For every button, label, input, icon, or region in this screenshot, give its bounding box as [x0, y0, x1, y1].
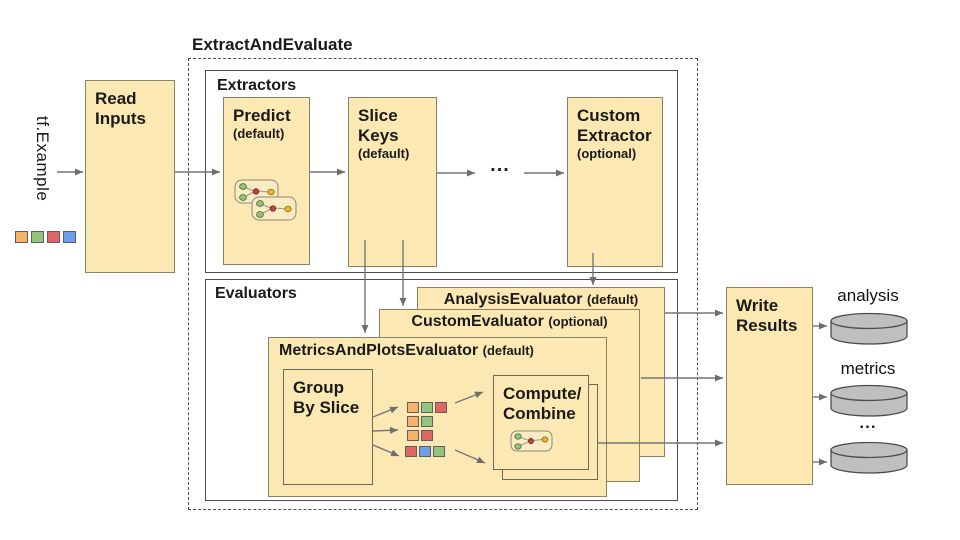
- orange-square: [15, 231, 28, 243]
- analysis-output-label: analysis: [837, 286, 899, 305]
- compute-combine-box: Compute/ Combine: [493, 375, 589, 470]
- extractors-label: Extractors: [217, 77, 297, 94]
- metrics-output-label: metrics: [840, 359, 896, 378]
- predict-sub: (default): [233, 126, 285, 142]
- custom-evaluator-sub: (optional): [548, 314, 608, 329]
- write-results-box: Write Results: [726, 287, 813, 485]
- analysis-database-icon: [830, 312, 908, 345]
- blue-square: [419, 446, 431, 457]
- compute-combine-line1: Compute/: [503, 384, 582, 403]
- red-square: [421, 430, 433, 441]
- slice-keys-title: Slice Keys: [358, 106, 399, 146]
- orange-square: [407, 416, 419, 427]
- read-inputs-title-line2: Inputs: [95, 109, 146, 129]
- evaluators-container: Evaluators: [205, 279, 678, 501]
- slice-grid-row-4: [405, 446, 445, 457]
- more-outputs-label: ...: [859, 413, 877, 432]
- extract-and-evaluate-container: [188, 58, 698, 510]
- green-square: [421, 416, 433, 427]
- read-inputs-title-line1: Read: [95, 89, 137, 108]
- custom-evaluator-name: CustomEvaluator: [411, 313, 544, 330]
- orange-square: [407, 402, 419, 413]
- custom-extractor-box: Custom Extractor (optional): [567, 97, 663, 267]
- slice-grid-row-3: [407, 430, 433, 441]
- group-by-slice-line1: Group: [293, 378, 344, 397]
- orange-square: [407, 430, 419, 441]
- compute-combine-line2: Combine: [503, 404, 576, 424]
- pipeline-title: ExtractAndEvaluate: [192, 35, 353, 54]
- compute-graph-icon: [510, 430, 553, 452]
- evaluators-label: Evaluators: [215, 285, 297, 302]
- red-square: [47, 231, 60, 243]
- tf-example-legend-squares: [15, 231, 76, 243]
- predict-title: Predict: [233, 106, 291, 125]
- metrics-and-plots-evaluator-name: MetricsAndPlotsEvaluator: [279, 342, 479, 359]
- slice-keys-sub: (default): [358, 146, 410, 162]
- red-square: [405, 446, 417, 457]
- green-square: [433, 446, 445, 457]
- metrics-database-icon: [830, 384, 908, 417]
- extractors-ellipsis: ...: [490, 154, 510, 176]
- write-results-line1: Write: [736, 296, 779, 315]
- group-by-slice-box: Group By Slice: [283, 369, 373, 485]
- group-by-slice-line2: By Slice: [293, 398, 360, 418]
- slice-grid-row-2: [407, 416, 433, 427]
- blue-square: [63, 231, 76, 243]
- tf-example-label: tf.Example: [33, 116, 52, 202]
- custom-extractor-title: Custom Extractor: [577, 106, 652, 146]
- slice-grid-row-1: [407, 402, 447, 413]
- analysis-evaluator-sub: (default): [586, 292, 639, 307]
- green-square: [31, 231, 44, 243]
- write-results-line2: Results: [736, 316, 798, 336]
- read-inputs-box: Read Inputs: [85, 80, 175, 273]
- slice-keys-extractor-box: Slice Keys (default): [348, 97, 437, 267]
- more-outputs-database-icon: [830, 441, 908, 474]
- metrics-and-plots-evaluator-sub: (default): [482, 343, 534, 358]
- green-square: [421, 402, 433, 413]
- custom-extractor-sub: (optional): [577, 146, 637, 162]
- analysis-evaluator-name: AnalysisEvaluator: [443, 291, 583, 308]
- predict-graph-icon: [234, 179, 297, 221]
- red-square: [435, 402, 447, 413]
